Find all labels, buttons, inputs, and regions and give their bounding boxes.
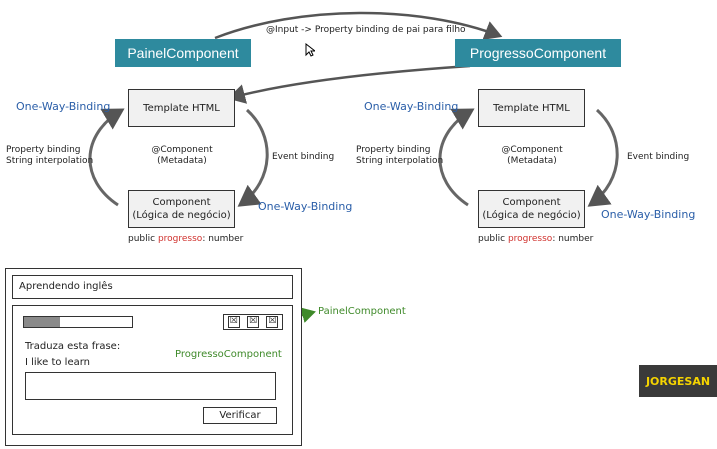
left-owb-bottom: One-Way-Binding [258, 200, 353, 213]
right-pb-line1: Property binding [356, 145, 431, 155]
right-component-sublabel: (Lógica de negócio) [482, 210, 581, 221]
left-prop-prefix: public [128, 234, 158, 244]
right-owb-bottom: One-Way-Binding [601, 208, 696, 221]
right-prop-prefix: public [478, 234, 508, 244]
right-owb-top: One-Way-Binding [364, 100, 459, 113]
left-pb-line1: Property binding [6, 145, 81, 155]
left-property-binding-label: Property binding String interpolation [6, 145, 93, 167]
right-template-label: Template HTML [493, 102, 570, 114]
left-owb-top: One-Way-Binding [16, 100, 111, 113]
jorgesan-badge: JORGESAN [639, 365, 717, 397]
left-progresso-prop: public progresso: number [128, 234, 243, 245]
verificar-button[interactable]: Verificar [203, 407, 277, 424]
progresso-component-label: ProgressoComponent [175, 349, 282, 360]
close-box-icon[interactable]: ☒ [246, 316, 259, 328]
progresso-component-box: ProgressoComponent [455, 39, 621, 67]
left-event-binding-label: Event binding [272, 152, 335, 162]
left-component-sublabel: (Lógica de negócio) [132, 210, 231, 221]
left-template-html-box: Template HTML [128, 89, 235, 127]
left-component-label: Component [152, 197, 211, 208]
mockup-title-bar: Aprendendo inglês [12, 275, 293, 299]
left-prop-name: progresso [157, 234, 203, 244]
left-pb-line2: String interpolation [6, 156, 94, 166]
right-component-label: Component [502, 197, 561, 208]
left-component-box: Component (Lógica de negócio) [128, 190, 235, 228]
left-meta-line2: (Metadata) [157, 156, 207, 166]
painel-component-label: PainelComponent [318, 306, 406, 317]
left-meta-line1: @Component [151, 145, 213, 155]
mouse-cursor-icon [305, 43, 315, 57]
right-metadata-label: @Component (Metadata) [498, 145, 566, 167]
right-prop-type: : number [552, 234, 594, 244]
translate-prompt: Traduza esta frase: [25, 341, 121, 352]
right-component-box: Component (Lógica de negócio) [478, 190, 585, 228]
left-metadata-label: @Component (Metadata) [148, 145, 216, 167]
painel-component-box: PainelComponent [115, 39, 251, 67]
progress-bar [23, 316, 133, 328]
right-pb-line2: String interpolation [356, 156, 444, 166]
right-meta-line1: @Component [501, 145, 563, 155]
left-template-label: Template HTML [143, 102, 220, 114]
window-buttons: ☒ ☒ ☒ [223, 314, 283, 330]
right-template-html-box: Template HTML [478, 89, 585, 127]
right-event-binding-label: Event binding [627, 152, 690, 162]
answer-input[interactable] [25, 372, 276, 400]
close-box-icon[interactable]: ☒ [227, 316, 240, 328]
mockup-panel [12, 305, 293, 435]
input-arrow-label: @Input -> Property binding de pai para f… [266, 25, 466, 35]
right-progresso-prop: public progresso: number [478, 234, 593, 245]
close-box-icon[interactable]: ☒ [266, 316, 279, 328]
right-meta-line2: (Metadata) [507, 156, 557, 166]
right-prop-name: progresso [507, 234, 553, 244]
right-property-binding-label: Property binding String interpolation [356, 145, 443, 167]
phrase-text: I like to learn [25, 357, 90, 368]
left-prop-type: : number [202, 234, 244, 244]
progress-fill [24, 317, 60, 327]
